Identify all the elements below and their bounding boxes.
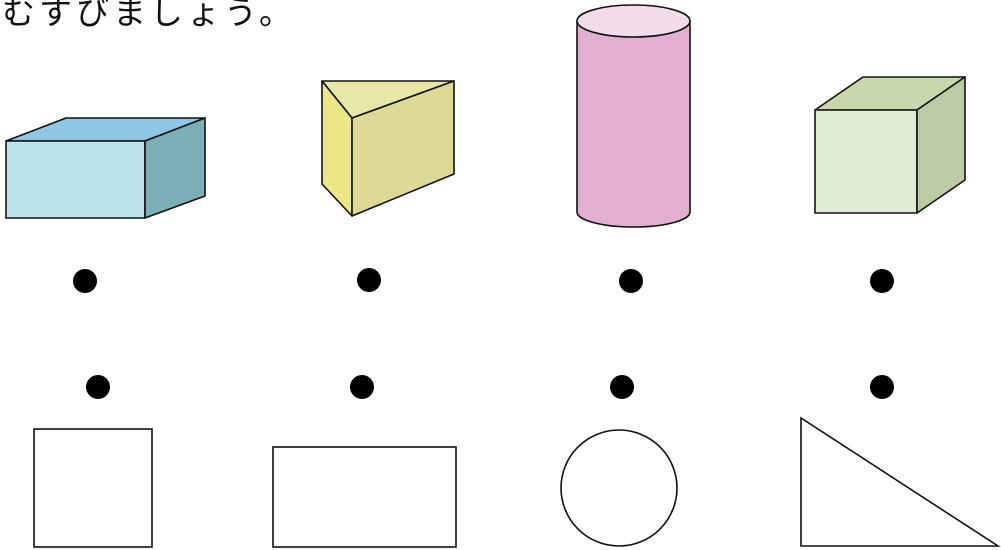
solid-dot-4[interactable] [870, 269, 894, 293]
square-face [34, 429, 152, 547]
face-dot-4[interactable] [870, 375, 894, 399]
rectangular-prism [6, 118, 205, 218]
rectangle-face [273, 447, 456, 547]
solid-dot-1[interactable] [73, 269, 97, 293]
prism-front-face [6, 141, 145, 218]
triangular-prism [322, 81, 454, 216]
face-dot-1[interactable] [86, 375, 110, 399]
solid-dot-2[interactable] [357, 268, 381, 292]
cylinder-top-face [577, 5, 690, 37]
cube [815, 77, 965, 213]
right-triangle-face [801, 418, 998, 546]
circle-face [561, 430, 677, 546]
cube-front-face [815, 110, 917, 213]
solid-dot-3[interactable] [619, 269, 643, 293]
face-dot-3[interactable] [610, 375, 634, 399]
cylinder-body [577, 21, 690, 227]
cylinder [577, 5, 690, 227]
face-dot-2[interactable] [350, 375, 374, 399]
